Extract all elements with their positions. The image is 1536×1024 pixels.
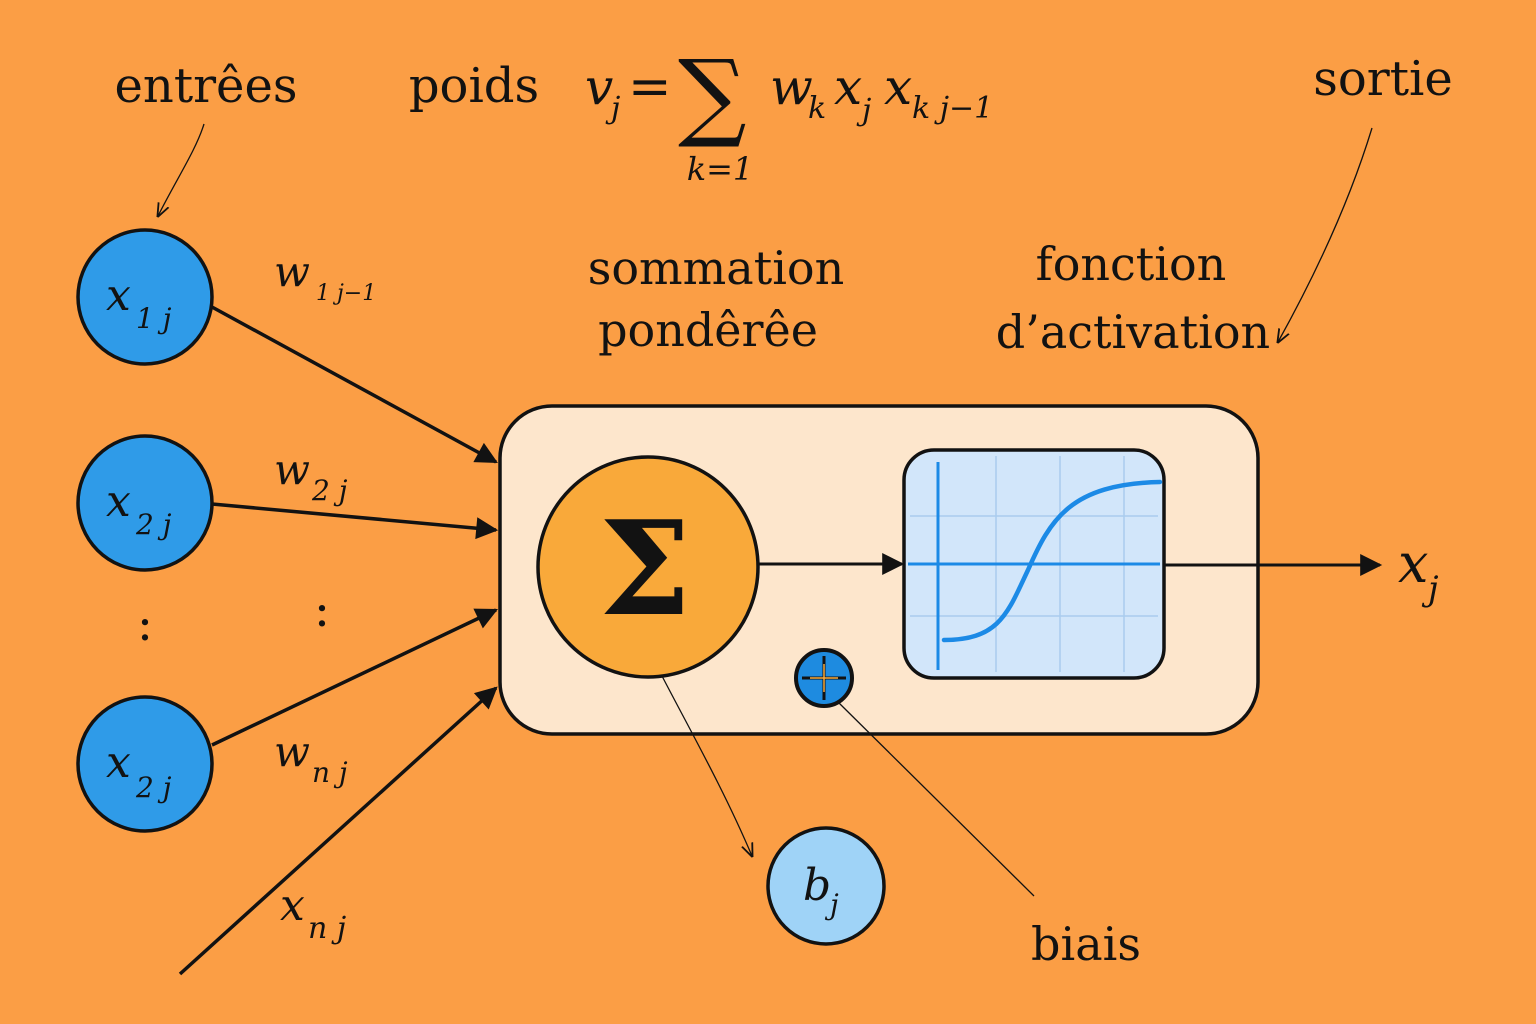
input-2-sub: 2 j — [135, 508, 172, 541]
label-weights: poids — [409, 58, 539, 114]
summation-node: Σ — [536, 455, 760, 679]
weight-n-var: w — [274, 727, 310, 776]
label-sommation: sommation — [588, 241, 844, 295]
sigmoid-curve — [941, 479, 1163, 643]
input-node-n: x 2 j — [76, 695, 214, 833]
label-output: sortie — [1313, 51, 1453, 107]
formula-sum-symbol: ∑ — [678, 39, 747, 151]
input-node-2: x 2 j — [76, 434, 214, 572]
formula-lhs-var: v — [585, 58, 613, 116]
output-pointer-arrow — [1278, 127, 1373, 342]
label-inputs: entrêes — [115, 58, 298, 114]
connection-extra-input — [178, 686, 498, 976]
connection-input-2 — [211, 502, 499, 540]
bias-adder-icon — [794, 648, 854, 708]
bias-leader-line — [837, 701, 1035, 897]
input-2-var: x — [106, 476, 131, 527]
weighted-sum-formula: v j = ∑ k=1 w k x j x k j−1 — [585, 39, 993, 188]
sum-to-bias-pointer — [661, 675, 752, 856]
formula-term3-sub: k j−1 — [912, 91, 993, 126]
input-1-var: x — [106, 270, 131, 321]
inputs-ellipsis: : — [137, 596, 153, 652]
weights-ellipsis: : — [314, 582, 330, 638]
formula-term3-var: x — [884, 58, 912, 116]
label-bias: biais — [1031, 917, 1141, 971]
bias-var: b — [803, 860, 831, 911]
label-fonction: fonction — [1036, 237, 1227, 291]
bias-node: b j — [766, 826, 886, 946]
extra-input-sub: n j — [308, 911, 346, 946]
formula-equals: = — [628, 57, 672, 117]
input-1-sub: 1 j — [136, 302, 172, 335]
weight-2-var: w — [274, 445, 310, 494]
label-activation: d’activation — [996, 305, 1270, 359]
weight-1-var: w — [274, 247, 310, 296]
extra-input-var: x — [280, 880, 305, 931]
output-var: x — [1398, 532, 1428, 595]
input-n-sub: 2 j — [135, 771, 172, 804]
inputs-pointer-arrow — [158, 123, 205, 216]
weight-2-sub: 2 j — [311, 474, 348, 507]
input-n-var: x — [106, 737, 131, 788]
formula-term2-var: x — [834, 58, 862, 116]
formula-sum-lower: k=1 — [687, 150, 754, 188]
connection-input-n — [211, 608, 498, 747]
weight-n-sub: n j — [312, 756, 348, 789]
formula-term1-sub: k — [808, 91, 826, 126]
connection-input-1 — [211, 305, 498, 464]
sigma-symbol: Σ — [599, 492, 691, 645]
input-node-1: x 1 j — [76, 228, 214, 366]
label-ponderee: pondêrêe — [598, 303, 818, 357]
weight-1-sub: 1 j−1 — [316, 281, 376, 306]
formula-term1-var: w — [770, 58, 813, 116]
activation-function-panel — [902, 448, 1166, 680]
